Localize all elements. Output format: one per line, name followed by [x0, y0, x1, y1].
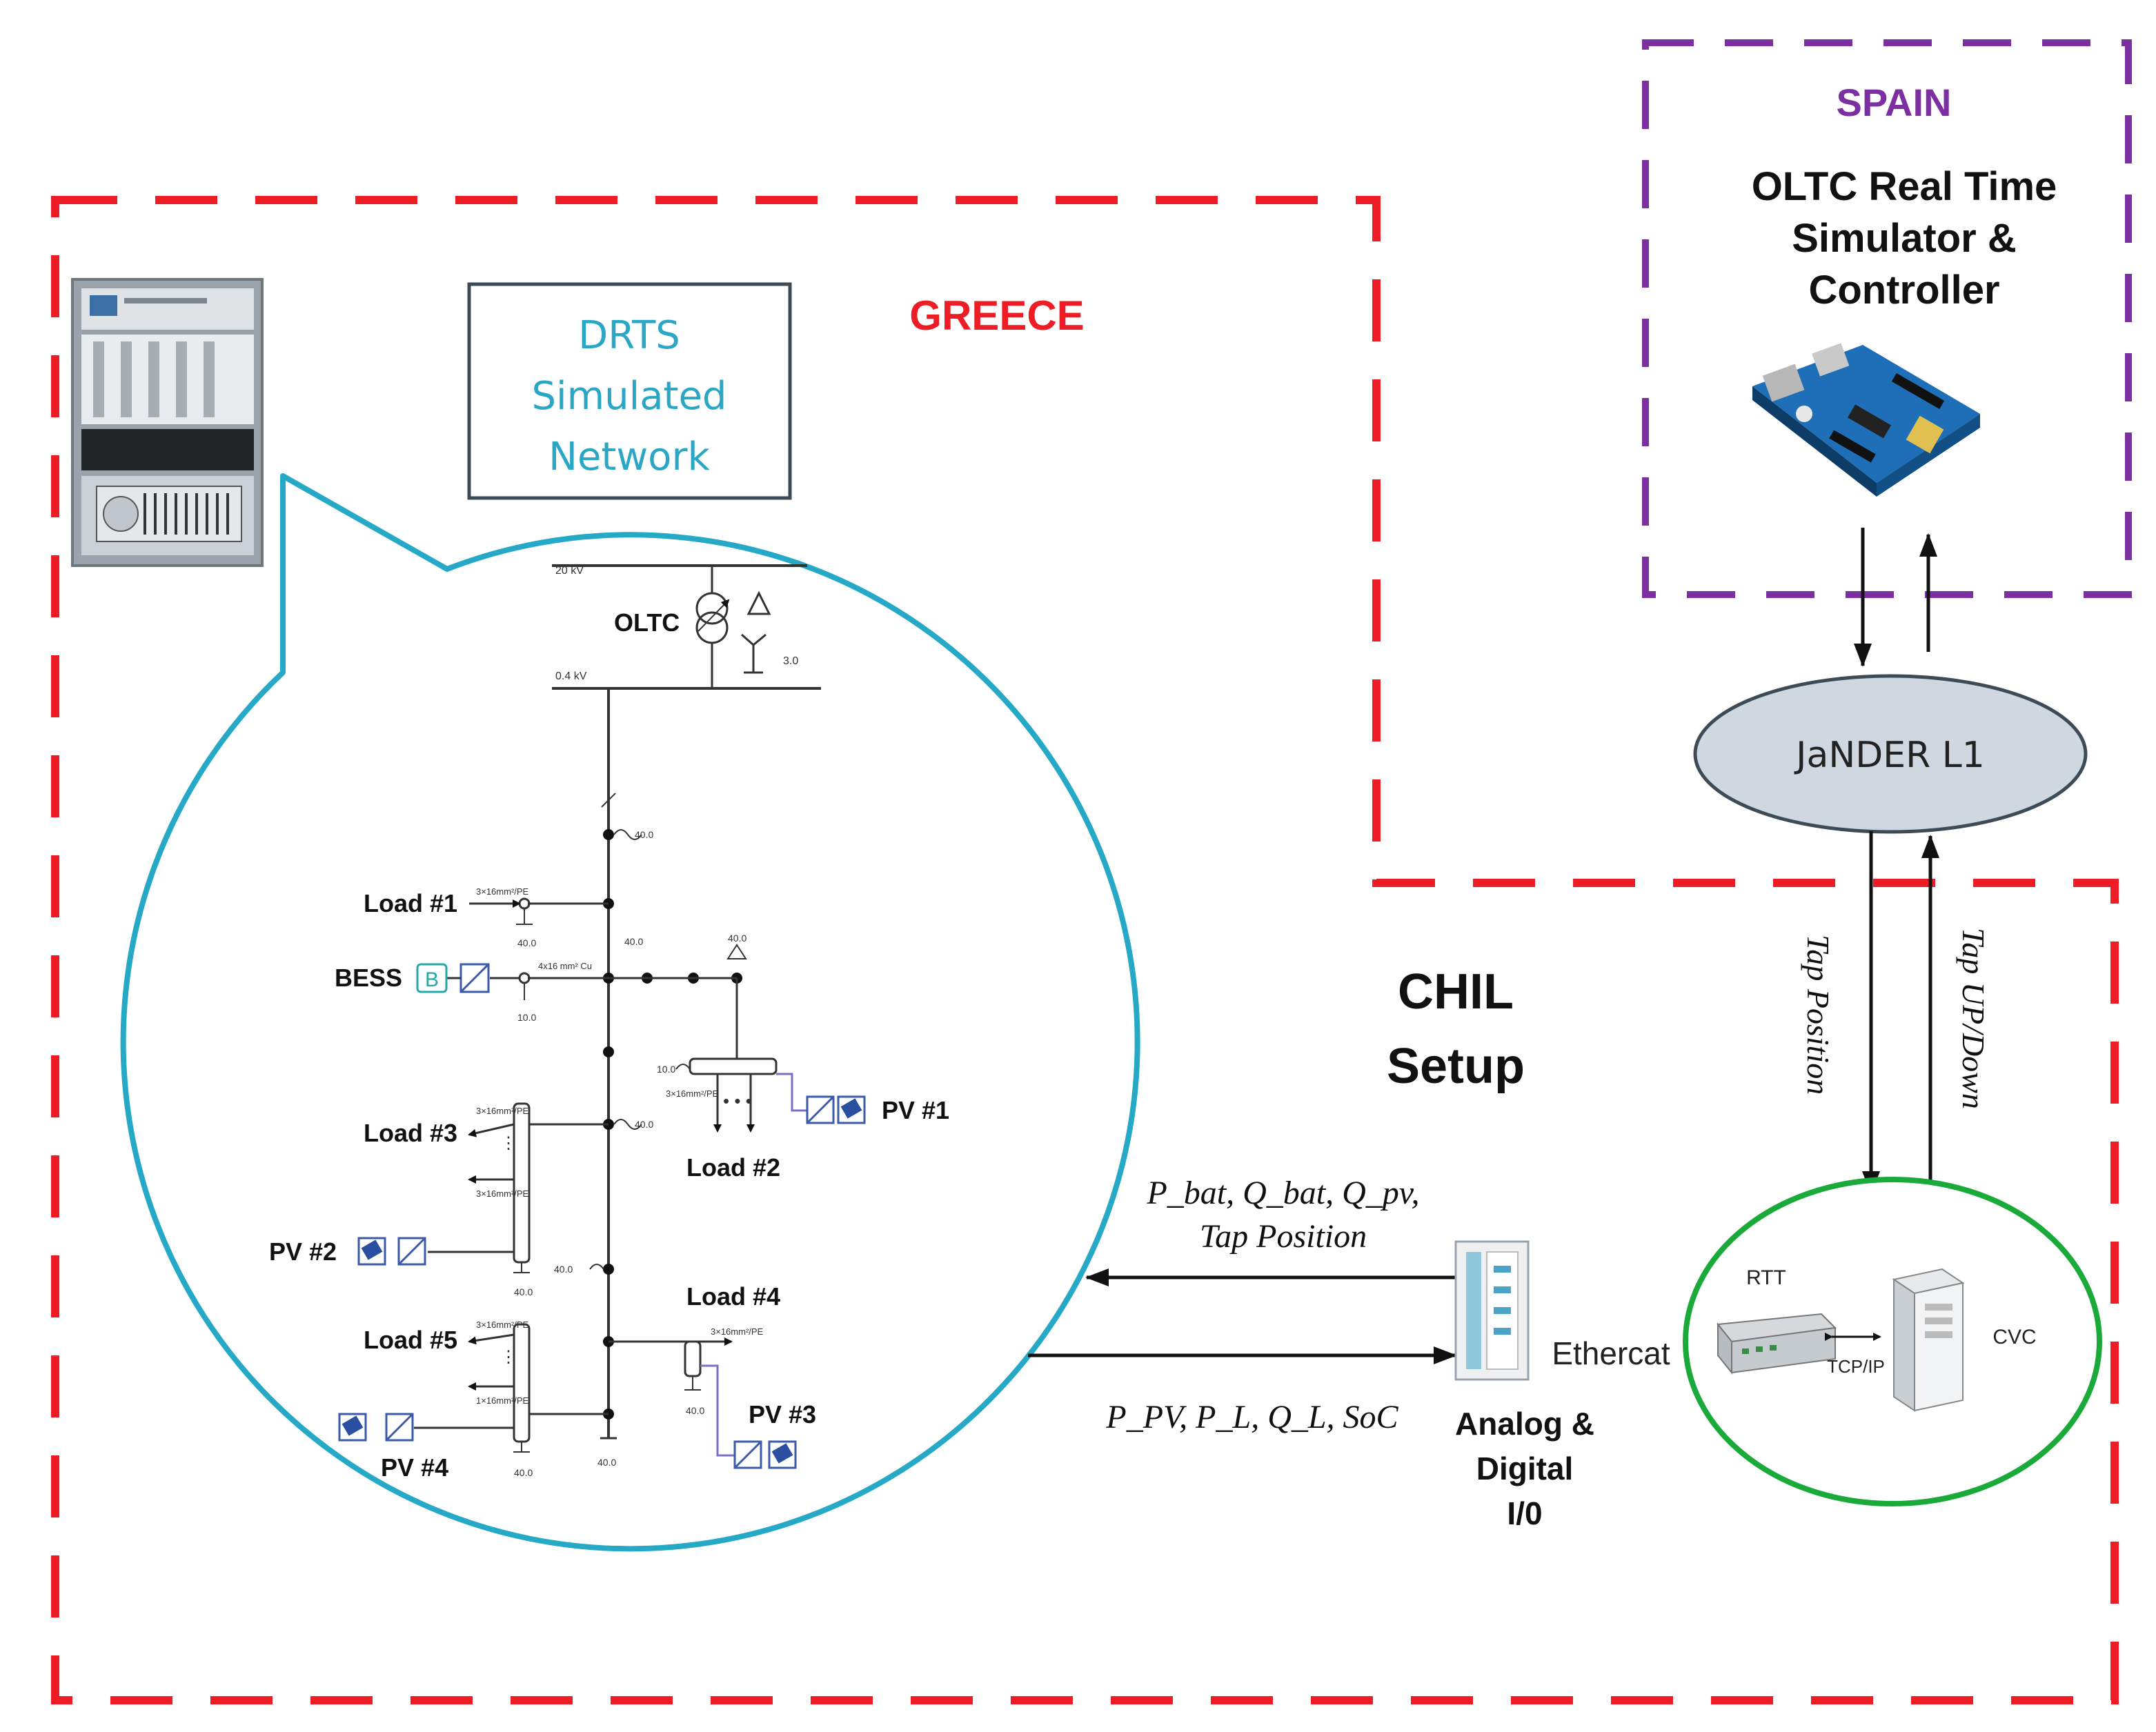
tap-updown-label: Tap UP/Down: [1956, 928, 1991, 1109]
load3-label: Load #3: [364, 1119, 457, 1147]
rtt-label: RTT: [1746, 1266, 1786, 1289]
drts-simulated-network-box: DRTS Simulated Network: [467, 282, 792, 500]
svg-text:40.0: 40.0: [597, 1457, 616, 1468]
svg-text:40.0: 40.0: [514, 1286, 533, 1297]
svg-text:3×16mm²/PE: 3×16mm²/PE: [476, 1106, 529, 1116]
svg-text:3×16mm²/PE: 3×16mm²/PE: [476, 886, 529, 897]
svg-text:⋮: ⋮: [500, 1134, 517, 1153]
io-device: Ethercat Analog & Digital I/0: [1454, 1240, 1670, 1531]
svg-text:40.0: 40.0: [554, 1264, 573, 1275]
pv2-label: PV #2: [269, 1237, 337, 1266]
chil-label-line2: Setup: [1387, 1039, 1525, 1094]
load1-label: Load #1: [364, 889, 457, 917]
rtds-rack-image: [71, 278, 264, 567]
svg-text:40.0: 40.0: [728, 933, 746, 944]
svg-text:3×16mm²/PE: 3×16mm²/PE: [476, 1320, 529, 1330]
svg-text:⋮: ⋮: [500, 1348, 517, 1366]
oltc-controller-line2: Simulator &: [1792, 216, 2017, 261]
svg-text:40.0: 40.0: [686, 1405, 704, 1416]
spain-border: [1642, 39, 2132, 598]
drts-line3: Network: [548, 435, 710, 479]
signal-arrows: P_bat, Q_bat, Q_pv, Tap Position P_PV, P…: [1028, 1175, 1459, 1435]
rtt-device-icon: [1717, 1313, 1837, 1375]
oltc-label: OLTC: [614, 608, 680, 637]
ethercat-label: Ethercat: [1552, 1335, 1670, 1371]
hv-bus-label: 20 kV: [555, 565, 584, 577]
io-label-line1: Analog &: [1455, 1406, 1594, 1442]
cvc-ring: [1683, 1177, 2102, 1506]
microcontroller-board-icon: [1752, 343, 1980, 497]
cvc-label: CVC: [1992, 1326, 2036, 1348]
pv3-label: PV #3: [749, 1400, 816, 1429]
svg-text:1×16mm²/PE: 1×16mm²/PE: [476, 1395, 529, 1406]
chil-label-line1: CHIL: [1398, 964, 1514, 1019]
load4-label: Load #4: [686, 1282, 780, 1311]
cvc-computer-icon: [1892, 1268, 1965, 1412]
svg-text:• • •: • • •: [723, 1091, 752, 1111]
svg-text:40.0: 40.0: [635, 1119, 653, 1130]
jander-label: JaNDER L1: [1794, 735, 1985, 776]
from-drts-signals: P_PV, P_L, Q_L, SoC: [1105, 1399, 1398, 1435]
greece-label: GREECE: [909, 292, 1084, 339]
bubble-outline: [120, 473, 1140, 1552]
load5-label: Load #5: [364, 1326, 457, 1354]
svg-text:40.0: 40.0: [635, 829, 653, 840]
tap-position-label: Tap Position: [1801, 935, 1836, 1095]
spain-region: SPAIN OLTC Real Time Simulator & Control…: [1642, 39, 2132, 598]
tcpip-label: TCP/IP: [1827, 1356, 1885, 1377]
greece-region: GREECE: [51, 196, 2119, 1704]
svg-text:10.0: 10.0: [657, 1064, 675, 1075]
svg-text:10.0: 10.0: [517, 1012, 536, 1023]
svg-text:4x16 mm² Cu: 4x16 mm² Cu: [538, 961, 592, 971]
to-drts-signals-line2: Tap Position: [1200, 1218, 1367, 1255]
bess-symbol: B: [425, 968, 439, 991]
bess-label: BESS: [335, 964, 402, 992]
io-label-line3: I/0: [1507, 1495, 1542, 1531]
greece-border: [51, 196, 2119, 1704]
jander-ellipse: [1693, 674, 2088, 834]
jander-node: JaNDER L1: [1693, 674, 2088, 834]
oltc-controller-line1: OLTC Real Time: [1752, 164, 2057, 209]
svg-text:40.0: 40.0: [517, 937, 536, 948]
spain-label: SPAIN: [1837, 81, 1952, 124]
lv-bus-label: 0.4 kV: [555, 670, 587, 682]
svg-text:3×16mm²/PE: 3×16mm²/PE: [666, 1088, 719, 1099]
svg-text:3×16mm²/PE: 3×16mm²/PE: [711, 1326, 764, 1337]
svg-text:40.0: 40.0: [624, 936, 643, 947]
cvc-group: RTT TCP/IP CVC: [1683, 1177, 2102, 1506]
network-bubble: 20 kV 3.0 OLTC 0.4 kV 40.0 40.0 40.0 40.…: [120, 473, 1140, 1552]
oltc-controller-line3: Controller: [1808, 268, 1999, 312]
pv1-label: PV #1: [882, 1096, 949, 1124]
io-label-line2: Digital: [1476, 1451, 1574, 1486]
svg-text:3.0: 3.0: [783, 655, 798, 667]
load2-label: Load #2: [686, 1153, 780, 1182]
to-drts-signals-line1: P_bat, Q_bat, Q_pv,: [1146, 1175, 1419, 1211]
drts-line2: Simulated: [532, 374, 727, 419]
svg-text:40.0: 40.0: [514, 1467, 533, 1478]
pv4-label: PV #4: [381, 1453, 448, 1482]
svg-text:3×16mm²/PE: 3×16mm²/PE: [476, 1188, 529, 1199]
drts-line1: DRTS: [578, 313, 680, 358]
